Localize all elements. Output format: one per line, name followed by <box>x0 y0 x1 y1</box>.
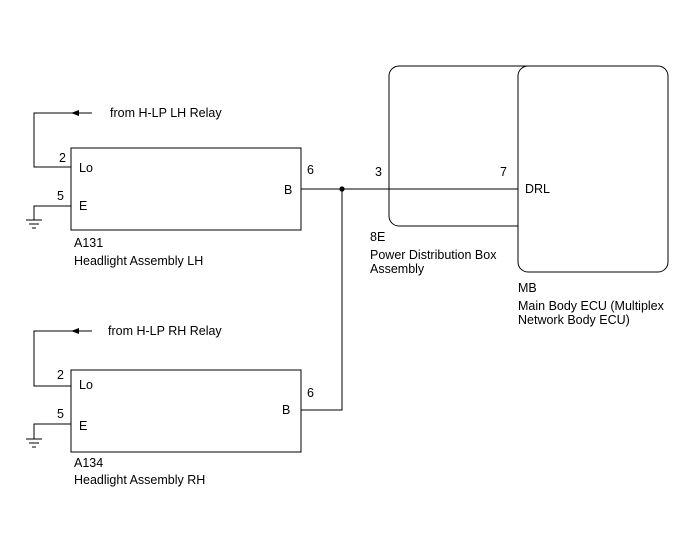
rh-source-label: from H-LP RH Relay <box>108 324 222 338</box>
rh-pin-b-number: 6 <box>307 386 314 400</box>
main-body-ecu-group <box>517 65 669 273</box>
ecu-code: MB <box>518 281 537 295</box>
ecu-name-line2: Network Body ECU) <box>518 313 630 327</box>
lh-pin-b-label: B <box>284 183 292 197</box>
lh-pin-e-number: 5 <box>57 189 64 203</box>
rh-pin-b-label: B <box>282 403 290 417</box>
lh-relay-wire <box>33 112 74 168</box>
headlight-lh-group: from H-LP LH Relay 2 Lo 5 E 6 B A131 Hea… <box>26 106 314 268</box>
rh-ground-icon <box>26 438 42 448</box>
main-body-ecu-box <box>517 65 669 273</box>
rh-name: Headlight Assembly RH <box>74 473 205 487</box>
rh-relay-wire <box>33 330 74 387</box>
headlight-lh-box <box>70 147 302 231</box>
lh-source-label: from H-LP LH Relay <box>110 106 222 120</box>
rh-ground-wire <box>33 423 71 439</box>
pdb-name-line2: Assembly <box>370 262 425 276</box>
lh-pin-lo-label: Lo <box>79 161 93 175</box>
headlight-rh-box <box>70 369 302 453</box>
headlight-rh-group: from H-LP RH Relay 2 Lo 5 E 6 B A134 Hea… <box>26 324 314 487</box>
rh-pin-lo-label: Lo <box>79 378 93 392</box>
rh-b-feed-wire <box>301 189 343 411</box>
lh-pin-lo-number: 2 <box>59 151 66 165</box>
rh-pin-lo-number: 2 <box>57 368 64 382</box>
lh-ground-wire <box>33 205 71 220</box>
lh-ground-icon <box>26 219 42 229</box>
lh-pin-b-number: 6 <box>307 163 314 177</box>
lh-code: A131 <box>74 236 103 250</box>
pdb-pin-number: 3 <box>375 165 382 179</box>
splice-dot-icon <box>339 186 345 192</box>
rh-pin-e-label: E <box>79 419 87 433</box>
ecu-name-line1: Main Body ECU (Multiplex <box>518 299 665 313</box>
pdb-name-line1: Power Distribution Box <box>370 248 497 262</box>
lh-pin-e-label: E <box>79 199 87 213</box>
lh-name: Headlight Assembly LH <box>74 254 203 268</box>
ecu-pin-number: 7 <box>500 165 507 179</box>
rh-pin-e-number: 5 <box>57 407 64 421</box>
pdb-code: 8E <box>370 230 385 244</box>
ecu-pin-label: DRL <box>525 182 550 196</box>
rh-code: A134 <box>74 456 103 470</box>
